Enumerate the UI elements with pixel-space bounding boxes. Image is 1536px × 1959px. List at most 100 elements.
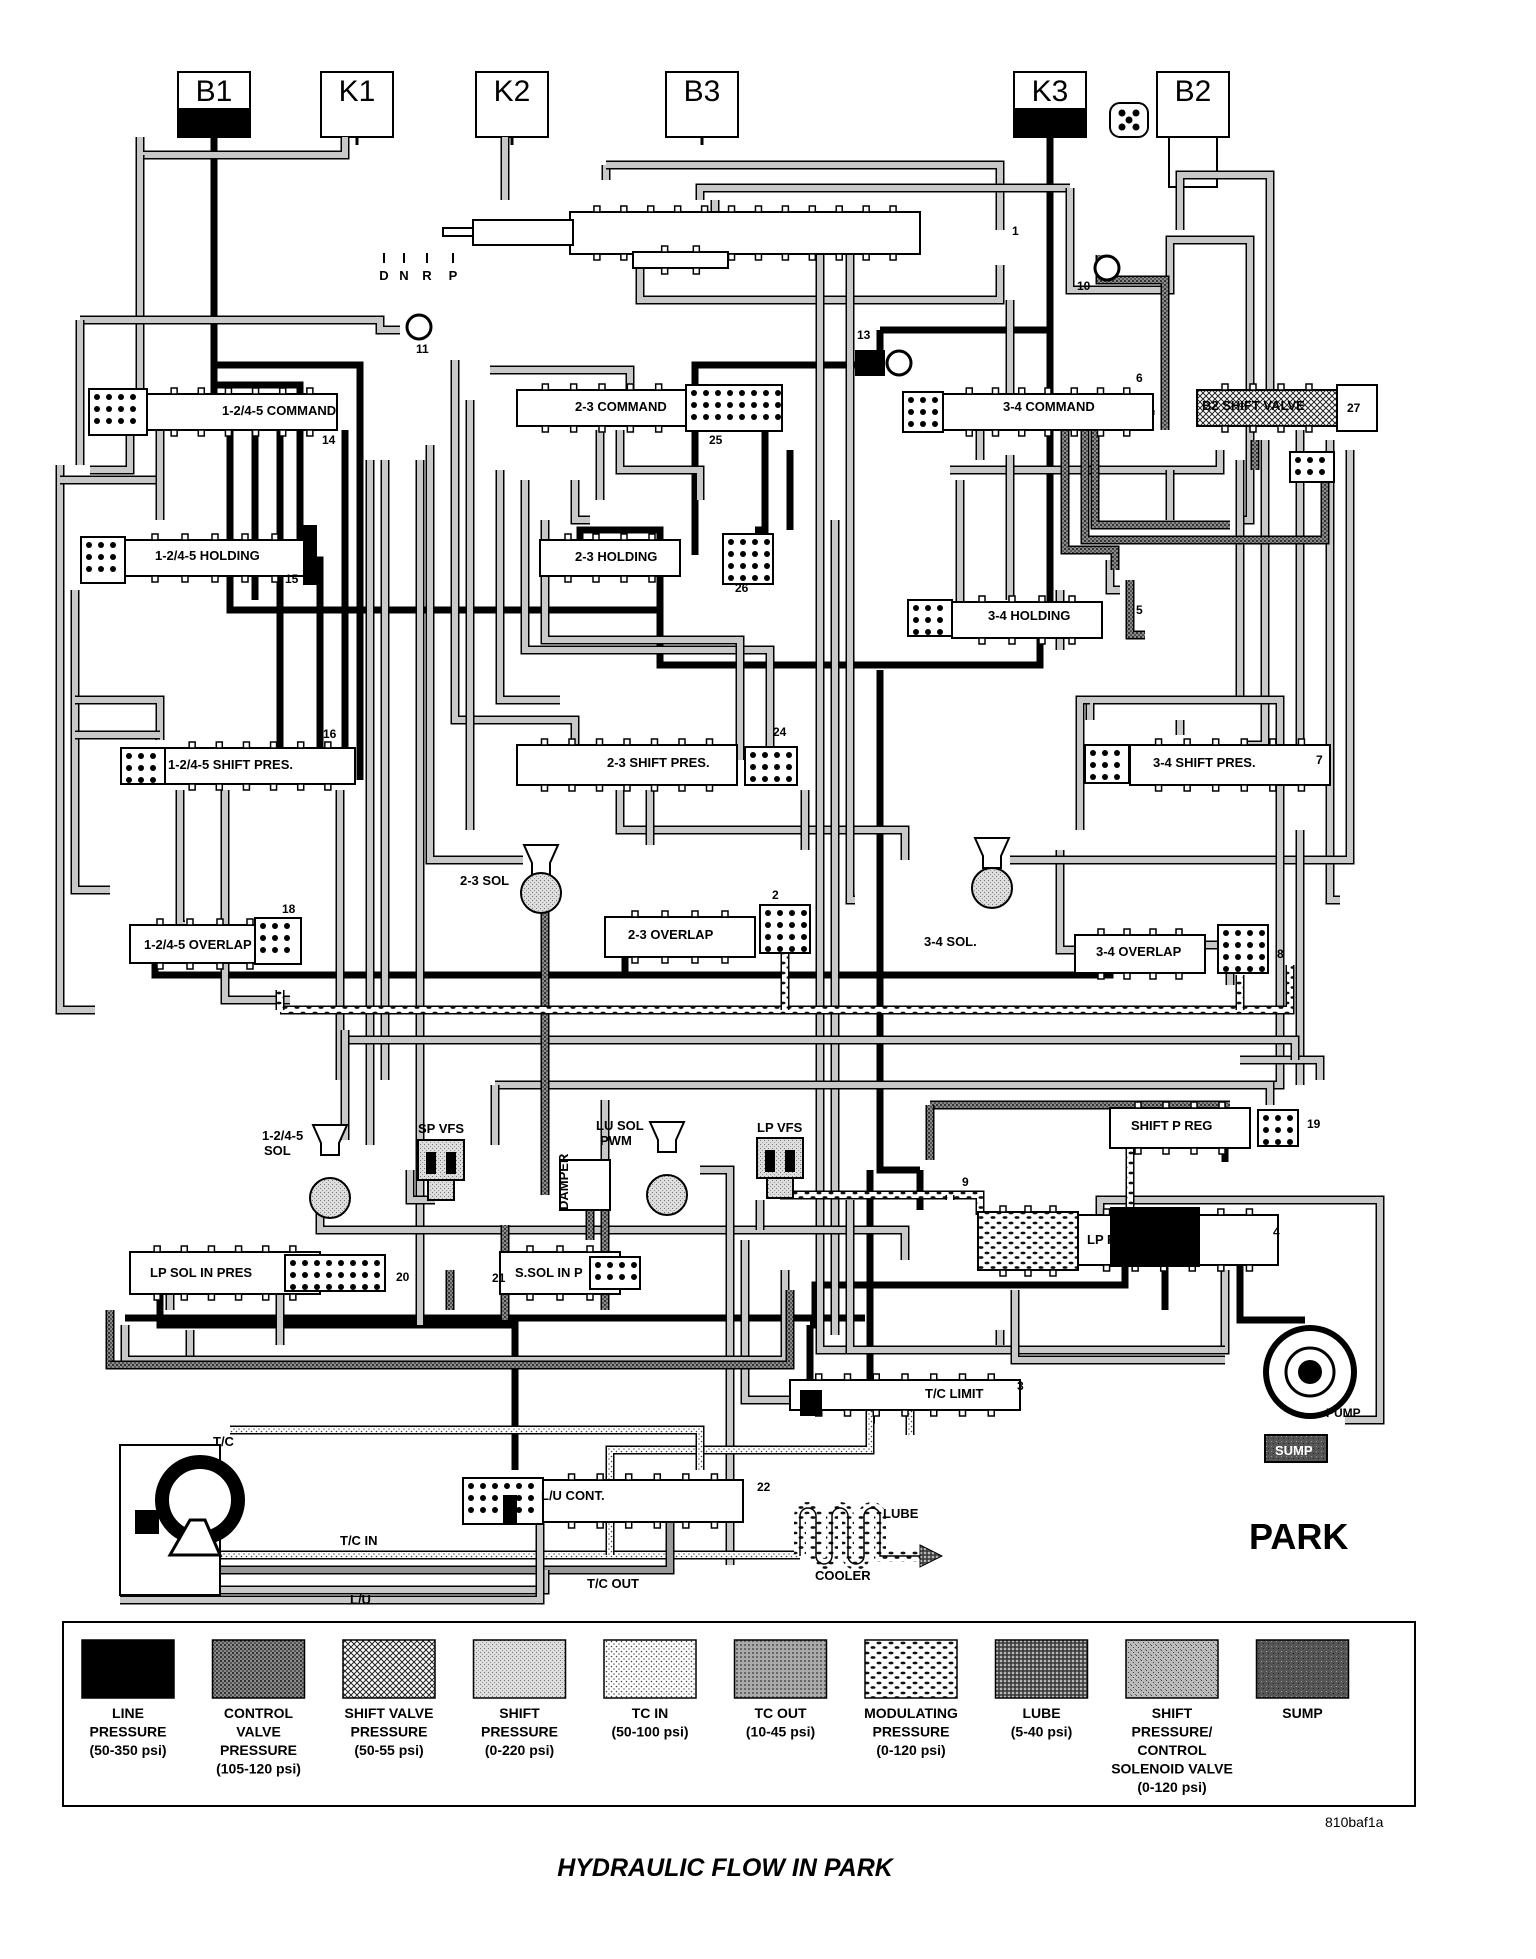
- legend-text-tcout: TC OUT: [754, 1705, 807, 1721]
- legend-text-tcin: TC IN: [632, 1705, 669, 1721]
- valve-b2-shift: [1196, 383, 1338, 433]
- legend-text-control: PRESSURE: [220, 1742, 297, 1758]
- clutch-label-b2: B2: [1175, 75, 1212, 108]
- label-tc: T/C: [213, 1434, 235, 1449]
- legend-swatch-shiftsol: [1125, 1639, 1219, 1699]
- valve-bodies: [80, 205, 1378, 1529]
- label-command-1245: 1-2/4-5 COMMAND: [222, 403, 336, 418]
- callout-20: 20: [396, 1270, 410, 1284]
- mode-label: PARK: [1249, 1516, 1348, 1557]
- check-ball-13: [885, 349, 913, 377]
- callout-9: 9: [962, 1175, 969, 1189]
- spring-overlap-1245: [254, 917, 302, 965]
- legend-text-modulating: PRESSURE: [872, 1724, 949, 1740]
- legend-swatch-shiftvalve: [342, 1639, 436, 1699]
- legend-text-lube: LUBE: [1022, 1705, 1060, 1721]
- valve-command-23: [516, 383, 688, 433]
- label-lu: L/U: [350, 1592, 371, 1607]
- spring-b2-shift: [1289, 451, 1335, 483]
- check-ball-10: [1093, 254, 1121, 282]
- lp-vfs-solenoid: [756, 1137, 804, 1199]
- legend-text-modulating: MODULATING: [864, 1705, 958, 1721]
- callout-2: 2: [772, 888, 779, 902]
- label-sol-1245-b: SOL: [264, 1143, 291, 1158]
- spring-holding-23: [722, 533, 774, 585]
- label-sol-1245-a: 1-2/4-5: [262, 1128, 303, 1143]
- valve-holding-23: [539, 533, 681, 583]
- label-shift-p-reg: SHIFT P REG: [1131, 1118, 1212, 1133]
- lu-sol-pwm: [646, 1121, 688, 1216]
- clutch-b3: B3: [665, 71, 739, 145]
- callout-10: 10: [1077, 279, 1091, 293]
- legend-text-shiftvalve: PRESSURE: [350, 1724, 427, 1740]
- callout-5: 5: [1136, 603, 1143, 617]
- legend-text-lube: (5-40 psi): [1011, 1724, 1072, 1740]
- callout-1: 1: [1012, 224, 1019, 238]
- legend-text-line: LINE: [112, 1705, 144, 1721]
- callout-13: 13: [857, 328, 871, 342]
- legend-text-shiftsol: SOLENOID VALVE: [1111, 1761, 1233, 1777]
- selector-r: R: [422, 268, 432, 283]
- hydraulic-passages: [55, 137, 1385, 1605]
- spring-command-23: [685, 384, 783, 432]
- legend-text-tcin: (50-100 psi): [611, 1724, 688, 1740]
- clutch-k3: K3: [1013, 71, 1087, 145]
- valve-holding-34: [951, 595, 1103, 645]
- spring-overlap-34: [1217, 924, 1269, 974]
- legend-item-sump: SUMP: [1255, 1639, 1350, 1721]
- legend-item-line: LINE PRESSURE (50-350 psi): [81, 1639, 175, 1758]
- label-tc-out: T/C OUT: [587, 1576, 639, 1591]
- label-lu-cont: L/U CONT.: [541, 1488, 605, 1503]
- valve-command-34: [942, 387, 1154, 437]
- legend-swatch-shift: [472, 1639, 567, 1699]
- legend-text-shiftsol: CONTROL: [1137, 1742, 1207, 1758]
- legend-text-line: (50-350 psi): [89, 1742, 166, 1758]
- legend-swatch-line: [81, 1639, 175, 1699]
- valve-labels: 1-2/4-5 COMMAND 2-3 COMMAND 3-4 COMMAND …: [144, 398, 1305, 1503]
- label-shiftpres-34: 3-4 SHIFT PRES.: [1153, 755, 1256, 770]
- spring-command-1245: [88, 388, 148, 436]
- legend-text-tcout: (10-45 psi): [746, 1724, 815, 1740]
- legend-text-control: CONTROL: [224, 1705, 294, 1721]
- label-damper: DAMPER: [556, 1153, 571, 1210]
- valve-holding-1245: [124, 533, 306, 583]
- spring-shift-p-reg: [1257, 1109, 1299, 1147]
- clutch-k2: K2: [475, 71, 549, 145]
- callout-26: 26: [735, 581, 749, 595]
- callout-24: 24: [773, 725, 787, 739]
- valve-shiftpres-34: [1129, 738, 1331, 792]
- legend-text-shiftvalve: (50-55 psi): [354, 1742, 423, 1758]
- legend-text-line: PRESSURE: [89, 1724, 166, 1740]
- spring-overlap-23: [759, 904, 811, 954]
- callout-16: 16: [323, 727, 337, 741]
- selector-p: P: [449, 268, 458, 283]
- clutch-k1: K1: [320, 71, 394, 145]
- clutch-label-k1: K1: [339, 75, 376, 108]
- label-shiftpres-1245: 1-2/4-5 SHIFT PRES.: [168, 757, 293, 772]
- callout-18: 18: [282, 902, 296, 916]
- callout-25: 25: [709, 433, 723, 447]
- label-holding-23: 2-3 HOLDING: [575, 549, 657, 564]
- legend-text-control: (105-120 psi): [216, 1761, 301, 1777]
- spring-s-sol-in-p: [589, 1256, 641, 1290]
- label-sump: SUMP: [1275, 1443, 1313, 1458]
- solenoid-23: [520, 844, 562, 914]
- legend-swatch-tcin: [603, 1639, 697, 1699]
- callout-22: 22: [757, 1480, 771, 1494]
- sump-box: [1264, 1434, 1328, 1463]
- callout-8: 8: [1277, 947, 1284, 961]
- label-command-34: 3-4 COMMAND: [1003, 399, 1095, 414]
- b2-shift-end: [1336, 384, 1378, 432]
- torque-converter: [119, 1444, 245, 1596]
- legend-swatch-sump: [1255, 1639, 1350, 1699]
- callout-6: 6: [1136, 371, 1143, 385]
- spring-command-34: [902, 391, 944, 433]
- label-tc-in: T/C IN: [340, 1533, 378, 1548]
- valve-command-1245: [146, 387, 338, 437]
- valve-lu-cont: [542, 1473, 744, 1529]
- label-sp-vfs: SP VFS: [418, 1121, 464, 1136]
- spring-lp-sol-in-pres: [284, 1254, 386, 1292]
